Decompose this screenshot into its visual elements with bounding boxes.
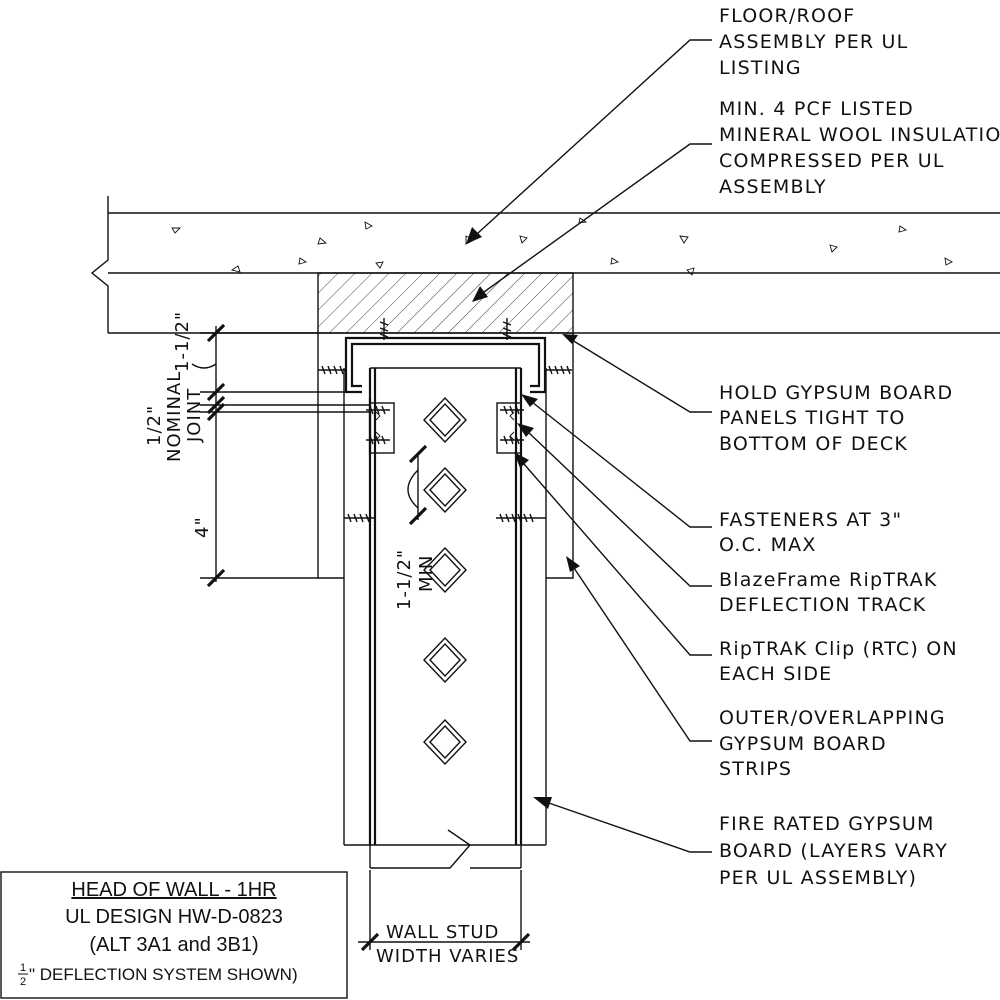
dim-four-inch: 4" [192,516,213,538]
svg-text:OUTER/OVERLAPPING: OUTER/OVERLAPPING [719,707,946,729]
note-hold-gypsum: HOLD GYPSUM BOARD PANELS TIGHT TO BOTTOM… [719,382,953,455]
dim-stud-width-2: WIDTH VARIES [376,946,519,967]
title-line-4: 1 2 " DEFLECTION SYSTEM SHOWN) [18,962,298,988]
leader-riptrak-clip [514,452,712,656]
svg-text:COMPRESSED PER UL: COMPRESSED PER UL [719,150,945,172]
title-line-3: (ALT 3A1 and 3B1) [89,934,258,956]
leader-floor-roof [466,39,712,244]
svg-text:BOARD (LAYERS VARY: BOARD (LAYERS VARY [719,840,948,862]
note-deflection-track: BlazeFrame RipTRAK DEFLECTION TRACK [719,569,938,616]
deflection-track [344,336,547,394]
svg-text:O.C. MAX: O.C. MAX [719,534,817,556]
svg-text:1: 1 [20,962,26,974]
mineral-wool-insulation [317,272,574,334]
svg-text:LISTING: LISTING [719,57,802,79]
outer-gypsum-strips [317,333,574,579]
fasteners [318,318,572,523]
svg-text:GYPSUM BOARD: GYPSUM BOARD [719,733,887,755]
note-fasteners: FASTENERS AT 3" O.C. MAX [719,509,902,556]
wall-stud [368,367,523,869]
svg-text:FASTENERS AT 3": FASTENERS AT 3" [719,509,902,531]
svg-text:FIRE RATED GYPSUM: FIRE RATED GYPSUM [719,813,935,835]
leader-mineral-wool [472,143,712,302]
dim-top-gap: 1-1/2" [172,311,193,372]
dimension-lines [191,323,531,952]
stud-knockouts [423,396,467,766]
leader-outer-strips [566,556,712,742]
dim-joint-value: 1/2" [144,405,165,446]
leader-fire-rated [533,797,712,853]
svg-text:STRIPS: STRIPS [719,758,792,780]
svg-text:RipTRAK Clip (RTC) ON: RipTRAK Clip (RTC) ON [719,638,958,660]
dim-stud-width-1: WALL STUD [386,922,499,943]
svg-text:PER UL ASSEMBLY): PER UL ASSEMBLY) [719,867,917,889]
svg-text:ASSEMBLY PER UL: ASSEMBLY PER UL [719,31,908,53]
dim-min-value: 1-1/2" [394,549,415,610]
title-line-2: UL DESIGN HW-D-0823 [65,906,283,928]
leader-hold-gypsum [562,334,712,413]
svg-text:FLOOR/ROOF: FLOOR/ROOF [719,5,855,27]
dim-joint-label-2: JOINT [184,388,205,443]
svg-text:DEFLECTION TRACK: DEFLECTION TRACK [719,594,926,616]
note-fire-rated: FIRE RATED GYPSUM BOARD (LAYERS VARY PER… [719,813,948,889]
concrete-aggregate-marks [171,217,953,276]
note-floor-roof: FLOOR/ROOF ASSEMBLY PER UL LISTING [719,5,908,79]
dim-min-label: MIN [416,555,437,592]
leader-deflection-track [517,423,712,587]
svg-text:MIN. 4 PCF LISTED: MIN. 4 PCF LISTED [719,98,914,120]
title-line-1: HEAD OF WALL - 1HR [71,879,276,901]
title-block: HEAD OF WALL - 1HR UL DESIGN HW-D-0823 (… [0,871,348,999]
svg-text:ASSEMBLY: ASSEMBLY [719,176,827,198]
note-mineral-wool: MIN. 4 PCF LISTED MINERAL WOOL INSULATIO… [719,98,1000,198]
note-riptrak-clip: RipTRAK Clip (RTC) ON EACH SIDE [719,638,958,685]
svg-text:EACH SIDE: EACH SIDE [719,663,832,685]
dim-joint-label-1: NOMINAL [164,371,185,462]
svg-text:2: 2 [20,976,26,988]
leader-fasteners [521,394,712,528]
svg-text:MINERAL WOOL INSULATION: MINERAL WOOL INSULATION [719,124,1000,146]
leader-lines [466,39,712,853]
svg-text:HOLD GYPSUM BOARD: HOLD GYPSUM BOARD [719,382,953,404]
fire-rated-gypsum-board [343,368,547,846]
note-outer-strips: OUTER/OVERLAPPING GYPSUM BOARD STRIPS [719,707,946,780]
svg-text:" DEFLECTION SYSTEM SHOWN): " DEFLECTION SYSTEM SHOWN) [29,965,298,984]
svg-text:BlazeFrame RipTRAK: BlazeFrame RipTRAK [719,569,938,591]
svg-text:BOTTOM OF DECK: BOTTOM OF DECK [719,433,908,455]
svg-text:PANELS TIGHT TO: PANELS TIGHT TO [719,407,906,429]
